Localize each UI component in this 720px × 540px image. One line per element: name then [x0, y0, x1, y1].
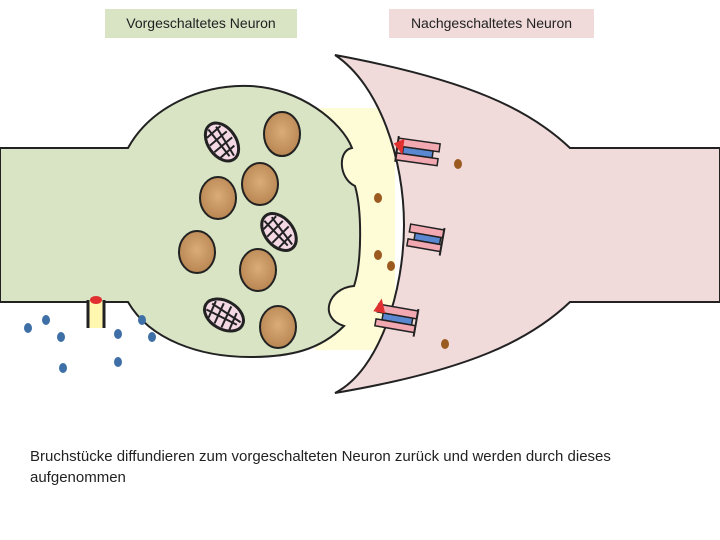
particle — [42, 315, 50, 325]
postsynaptic-neuron-label: Nachgeschaltetes Neuron — [389, 9, 594, 38]
vesicle — [239, 248, 277, 292]
particle — [114, 357, 122, 367]
neurotransmitter-fragments — [374, 159, 462, 349]
particle — [148, 332, 156, 342]
presynaptic-neuron — [0, 84, 362, 359]
reuptake-particles — [24, 315, 156, 373]
vesicle — [199, 176, 237, 220]
reuptake-transporter — [86, 296, 106, 328]
receptor — [406, 223, 446, 256]
fragment — [441, 339, 449, 349]
receptor — [393, 135, 441, 167]
mitochondria — [203, 121, 298, 333]
particle — [138, 315, 146, 325]
particle — [57, 332, 65, 342]
particle — [114, 329, 122, 339]
fragment — [374, 250, 382, 260]
mitochondrion — [260, 212, 298, 252]
fragment — [454, 159, 462, 169]
vesicle — [178, 230, 216, 274]
receptor — [373, 298, 420, 337]
presynaptic-neuron-label: Vorgeschaltetes Neuron — [105, 9, 297, 38]
mitochondrion — [203, 297, 245, 333]
particle — [59, 363, 67, 373]
vesicle — [259, 305, 297, 349]
postsynaptic-neuron — [334, 54, 720, 394]
fragment — [387, 261, 395, 271]
vesicles — [178, 111, 301, 349]
vesicle — [241, 162, 279, 206]
caption-text: Bruchstücke diffundieren zum vorgeschalt… — [30, 448, 611, 486]
mitochondrion — [203, 121, 241, 163]
vesicle — [263, 111, 301, 157]
fragment — [374, 193, 382, 203]
particle — [24, 323, 32, 333]
